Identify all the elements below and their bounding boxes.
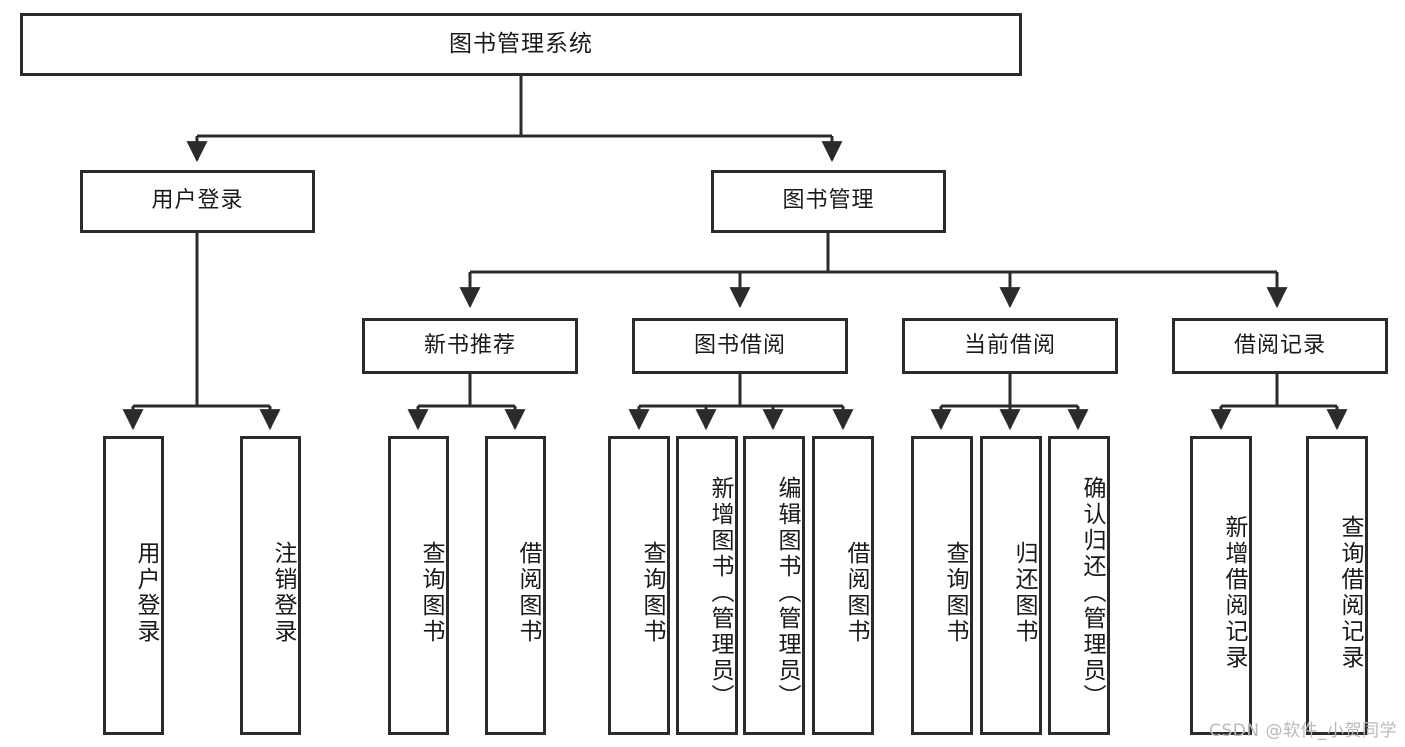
node-new-book-recommend[interactable]: 新书推荐 xyxy=(362,318,578,374)
node-book-borrow[interactable]: 图书借阅 xyxy=(632,318,848,374)
node-label: 查询图书 xyxy=(418,540,444,645)
node-label: 借阅图书 xyxy=(515,540,541,645)
node-leaf-logout[interactable]: 注销登录 xyxy=(240,436,301,735)
node-leaf-query-record[interactable]: 查询借阅记录 xyxy=(1306,436,1368,735)
node-label: 新增图书（管理员） xyxy=(707,475,733,710)
node-label: 借阅图书 xyxy=(843,540,869,645)
node-leaf-borrow-book-2[interactable]: 借阅图书 xyxy=(812,436,874,735)
node-user-login[interactable]: 用户登录 xyxy=(80,170,315,233)
node-leaf-edit-book[interactable]: 编辑图书（管理员） xyxy=(743,436,805,735)
node-borrow-record[interactable]: 借阅记录 xyxy=(1172,318,1388,374)
node-leaf-add-record[interactable]: 新增借阅记录 xyxy=(1190,436,1252,735)
node-label: 用户登录 xyxy=(133,540,159,645)
node-book-manage[interactable]: 图书管理 xyxy=(711,170,946,233)
node-leaf-confirm-return[interactable]: 确认归还（管理员） xyxy=(1048,436,1110,735)
node-label: 用户登录 xyxy=(151,188,244,214)
node-label: 新增借阅记录 xyxy=(1221,514,1247,671)
node-label: 图书管理 xyxy=(782,188,875,214)
node-label: 编辑图书（管理员） xyxy=(774,475,800,710)
node-label: 图书管理系统 xyxy=(449,30,593,57)
csdn-watermark: CSDN @软件_小贺同学 xyxy=(1209,721,1397,741)
node-root-system[interactable]: 图书管理系统 xyxy=(20,13,1022,76)
node-current-borrow[interactable]: 当前借阅 xyxy=(902,318,1118,374)
node-leaf-add-book[interactable]: 新增图书（管理员） xyxy=(676,436,738,735)
node-leaf-query-book-3[interactable]: 查询图书 xyxy=(911,436,973,735)
node-label: 借阅记录 xyxy=(1233,332,1326,358)
node-label: 当前借阅 xyxy=(963,332,1056,358)
node-label: 查询图书 xyxy=(639,540,665,645)
node-leaf-return-book[interactable]: 归还图书 xyxy=(980,436,1042,735)
node-label: 归还图书 xyxy=(1011,540,1037,645)
node-leaf-user-login[interactable]: 用户登录 xyxy=(103,436,164,735)
node-label: 图书借阅 xyxy=(693,332,786,358)
node-leaf-query-book-1[interactable]: 查询图书 xyxy=(388,436,449,735)
node-label: 查询借阅记录 xyxy=(1337,514,1363,671)
node-label: 确认归还（管理员） xyxy=(1079,475,1105,710)
node-label: 新书推荐 xyxy=(423,332,516,358)
node-leaf-query-book-2[interactable]: 查询图书 xyxy=(608,436,670,735)
node-label: 注销登录 xyxy=(270,540,296,645)
node-leaf-borrow-book-1[interactable]: 借阅图书 xyxy=(485,436,546,735)
node-label: 查询图书 xyxy=(942,540,968,645)
